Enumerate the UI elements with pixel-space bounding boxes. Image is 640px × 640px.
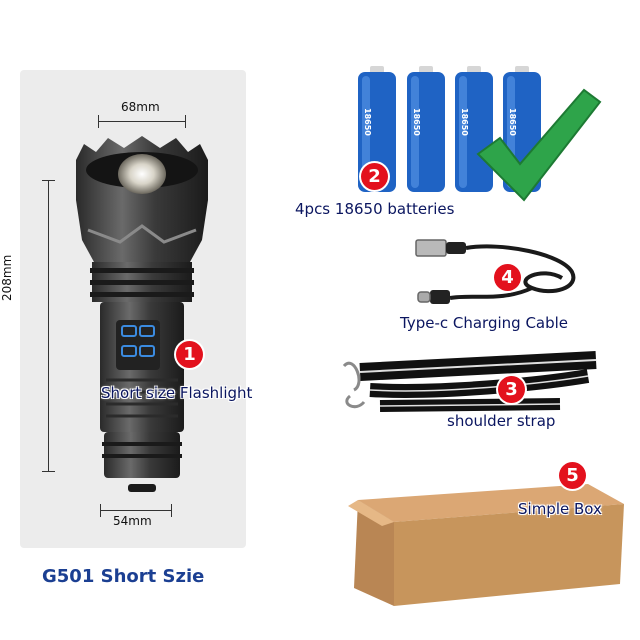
battery-label: 18650 [412, 108, 421, 136]
badge-number-4: 4 [494, 264, 521, 291]
badge-number-3: 3 [498, 376, 525, 403]
width-top-dimension-cap-right [185, 115, 186, 128]
battery-icon: 18650 [356, 66, 398, 194]
width-top-label: 68mm [121, 100, 160, 114]
battery-icon: 18650 [405, 66, 447, 194]
badge-number-1: 1 [176, 341, 203, 368]
caption-shoulder-strap: shoulder strap [447, 412, 556, 430]
battery-label: 18650 [460, 108, 469, 136]
box-icon [348, 484, 624, 606]
width-bottom-label: 54mm [113, 514, 152, 528]
height-dimension-cap-top [42, 180, 55, 181]
caption-type-c-charging-cable: Type-c Charging Cable [400, 314, 569, 332]
width-top-dimension-line [98, 121, 186, 122]
width-top-dimension-cap-left [98, 115, 99, 128]
caption-batteries: 4pcs 18650 batteries [295, 200, 455, 218]
model-title: G501 Short Szie [42, 566, 205, 587]
cable-icon [415, 239, 576, 304]
caption-simple-box: Simple Box [518, 500, 602, 518]
width-bottom-dimension-cap-left [100, 504, 101, 517]
width-bottom-dimension-line [100, 510, 172, 511]
width-bottom-dimension-cap-right [171, 504, 172, 517]
strap-icon [342, 351, 597, 412]
height-dimension-cap-bottom [42, 471, 55, 472]
caption-short-size-flashlight: Short size Flashlight [101, 384, 253, 402]
height-dimension-line [48, 180, 49, 472]
height-label: 208mm [0, 254, 14, 301]
battery-label: 18650 [363, 108, 372, 136]
flashlight-icon [76, 136, 208, 492]
badge-number-5: 5 [559, 462, 586, 489]
battery-icon: 18650 [453, 66, 495, 194]
badge-number-2: 2 [361, 163, 388, 190]
checkmark-icon [476, 88, 602, 202]
